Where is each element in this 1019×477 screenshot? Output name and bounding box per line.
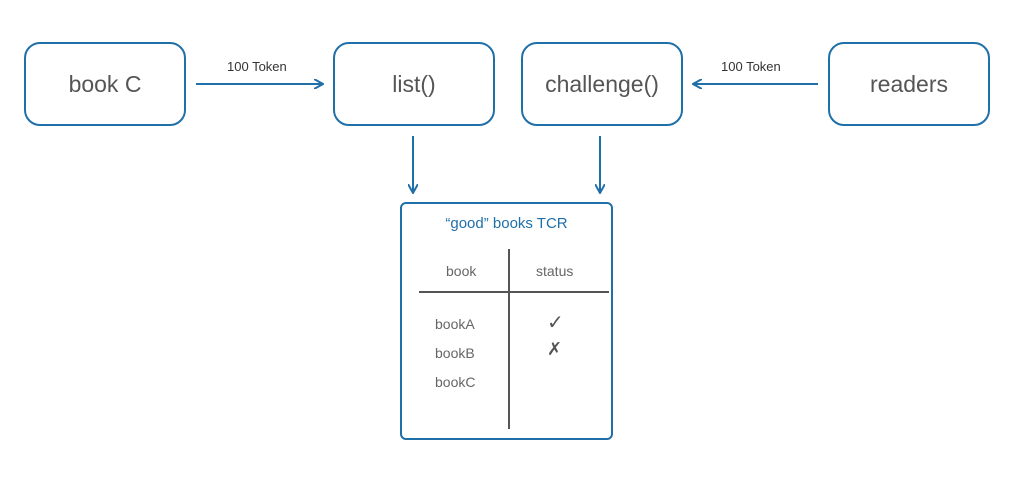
edge-label-readers-to-challenge: 100 Token — [721, 59, 781, 74]
node-book-c-label: book C — [68, 70, 142, 97]
table-header-divider — [419, 291, 609, 293]
cross-icon: ✗ — [547, 339, 563, 359]
node-readers: readers — [828, 42, 990, 126]
tcr-registry-box: “good” books TCR book status bookA bookB… — [400, 202, 613, 440]
table-row-book: bookB — [435, 345, 475, 361]
table-row-book: bookA — [435, 316, 475, 332]
column-header-book: book — [446, 263, 477, 279]
table-column-divider — [508, 249, 510, 429]
node-book-c: book C — [24, 42, 186, 126]
node-list-function: list() — [333, 42, 495, 126]
column-header-status: status — [536, 263, 574, 279]
checkmark-icon: ✓ — [547, 312, 564, 334]
table-row-book: bookC — [435, 374, 476, 390]
tcr-title: “good” books TCR — [445, 215, 568, 232]
edge-label-bookc-to-list: 100 Token — [227, 59, 287, 74]
node-challenge-function: challenge() — [521, 42, 683, 126]
node-readers-label: readers — [870, 70, 948, 97]
node-list-label: list() — [392, 70, 436, 97]
node-challenge-label: challenge() — [545, 70, 659, 97]
